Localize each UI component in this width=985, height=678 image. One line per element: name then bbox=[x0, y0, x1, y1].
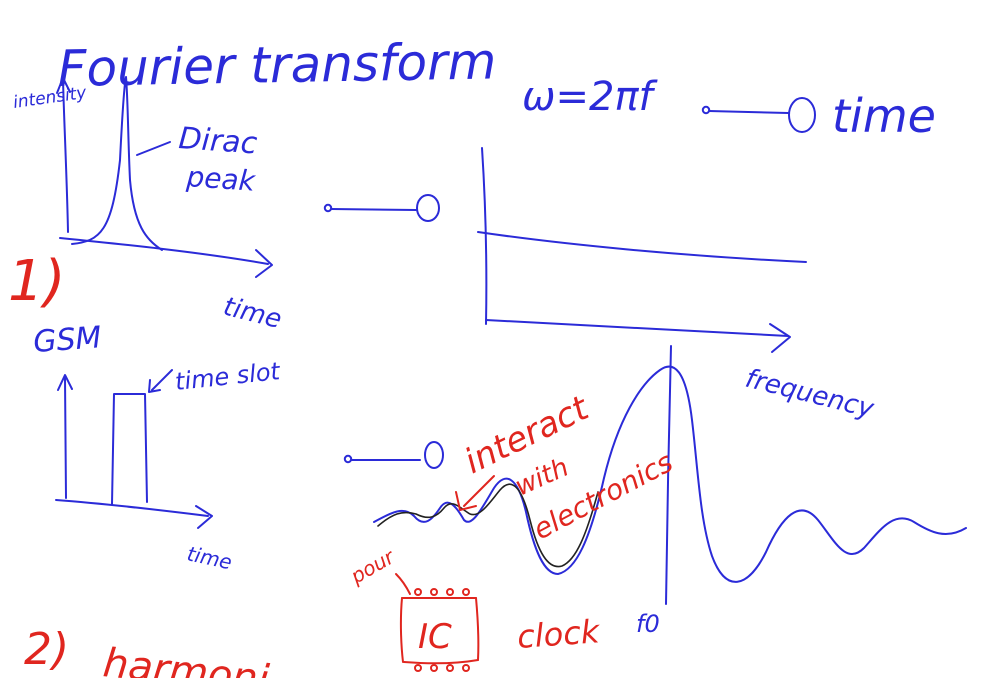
power-label: pour bbox=[346, 544, 400, 589]
dirac-plot bbox=[56, 76, 273, 278]
ball-stick-magnet-icon-middle bbox=[323, 194, 440, 222]
spectrum-plot bbox=[373, 345, 967, 605]
time-slot-plot bbox=[55, 369, 213, 529]
dirac-peak-curve bbox=[71, 76, 163, 251]
section-1-name: GSM bbox=[32, 320, 103, 360]
intensity-label: intensity bbox=[12, 83, 89, 113]
f0-marker-line bbox=[665, 345, 672, 605]
spectrum-curve bbox=[373, 365, 967, 583]
dirac-label-line1: Dirac bbox=[177, 121, 258, 161]
section-2-number: 2) bbox=[24, 624, 69, 675]
time-slot-label: time slot bbox=[174, 357, 283, 396]
ball-stick-magnet-icon-lower bbox=[343, 441, 444, 469]
section-2-name: harmoni... bbox=[101, 640, 309, 678]
frequency-plot bbox=[477, 147, 807, 353]
dirac-label-line2: peak bbox=[185, 160, 258, 198]
time-slot-pulse bbox=[111, 393, 148, 505]
clock-label: clock bbox=[516, 612, 602, 656]
section-1-number: 1) bbox=[8, 249, 65, 314]
f0-label: f0 bbox=[636, 610, 660, 638]
integrated-circuit-icon bbox=[395, 573, 480, 672]
time-label-top: time bbox=[832, 89, 936, 143]
frequency-label: frequency bbox=[742, 364, 877, 425]
time-label-plot2: time bbox=[185, 541, 234, 574]
formula-text: ω=2πf bbox=[522, 74, 659, 120]
interact-arrow bbox=[455, 475, 495, 511]
interference-curve bbox=[377, 483, 599, 568]
time-label-plot1: time bbox=[220, 292, 284, 335]
ball-stick-magnet-icon-top bbox=[701, 97, 816, 133]
title-text: Fourier transform bbox=[57, 32, 497, 98]
ic-label: IC bbox=[418, 617, 452, 657]
